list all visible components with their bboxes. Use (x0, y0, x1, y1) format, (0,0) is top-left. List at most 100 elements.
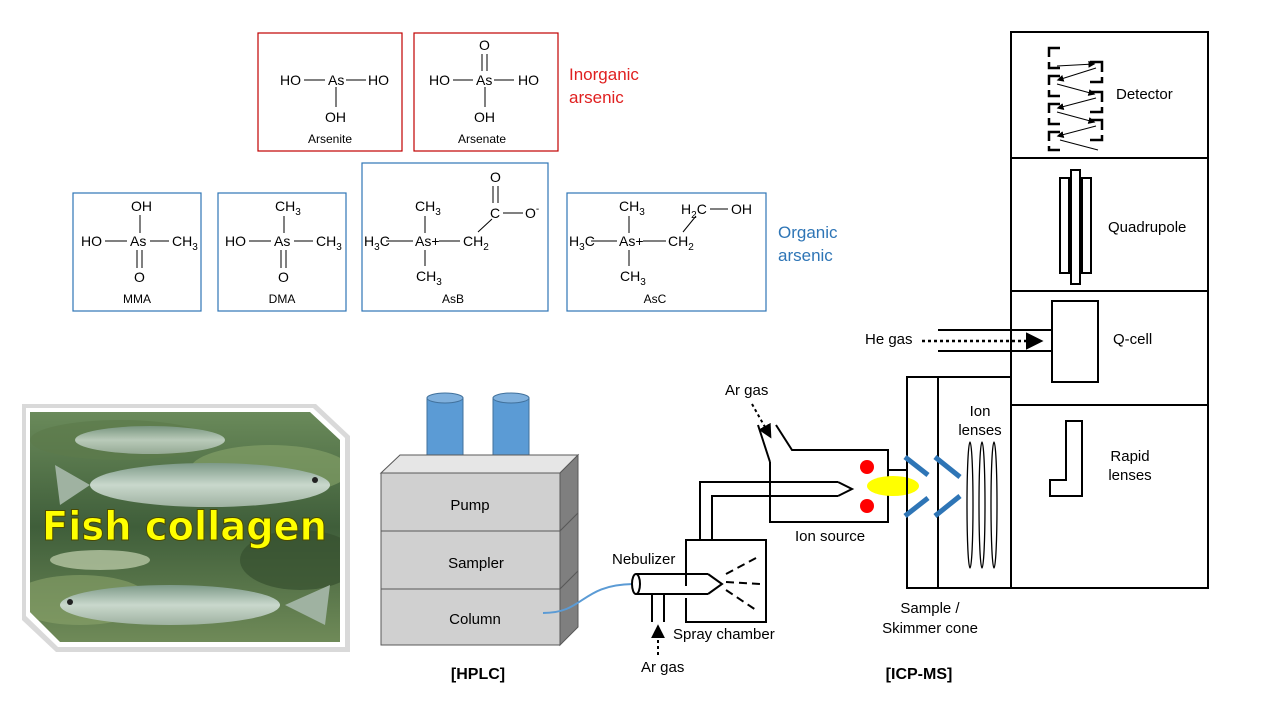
atom-label: As+ (415, 233, 440, 249)
spray-chamber (685, 539, 767, 623)
arsenate-structure: O HO As HO OH Arsenate (413, 32, 559, 152)
rapid-lenses (1049, 420, 1083, 497)
q-cell (1051, 300, 1099, 383)
spray-chamber-label: Spray chamber (673, 626, 775, 643)
atom-label: O (490, 169, 501, 185)
organic-arsenic-label-line1: Organic (778, 223, 838, 242)
atom-label: H3C (569, 233, 595, 253)
inorganic-arsenic-label-line2: arsenic (569, 88, 624, 107)
he-gas-label: He gas (865, 331, 913, 348)
fish-shape (90, 463, 330, 507)
nebulizer-label: Nebulizer (612, 551, 675, 568)
ion-source-label: Ion source (795, 528, 865, 545)
atom-label: OH (474, 109, 495, 125)
atom-label: HO (429, 72, 450, 88)
ion-lenses-label-line2: lenses (958, 422, 1001, 439)
sample-introduction: Ar gas Nebulizer Spray chamber Ar gas Io… (612, 382, 919, 676)
atom-label: OH (325, 109, 346, 125)
hplc-title: [HPLC] (451, 666, 505, 683)
column-label: Column (449, 611, 501, 628)
atom-label: CH3 (416, 268, 442, 288)
arsenite-structure: HO As HO OH Arsenite (257, 32, 403, 152)
molecule-caption: MMA (123, 292, 151, 306)
molecule-caption: Arsenate (458, 132, 506, 146)
detector (1047, 46, 1104, 152)
ion-droplet (860, 499, 874, 513)
fish-collagen-label: Fish collagen (42, 504, 327, 550)
spray-dash (725, 581, 761, 585)
nebulizer (631, 573, 724, 622)
atom-label: O (134, 269, 145, 285)
icpms-instrument: Sample / Skimmer cone Ion lenses Rapid l… (865, 31, 1209, 683)
rapid-lenses-label-line2: lenses (1108, 467, 1151, 484)
rapid-lenses-label-line1: Rapid (1110, 448, 1149, 465)
atom-label: CH3 (316, 233, 342, 253)
fish-shape (60, 585, 280, 625)
fish-shape (75, 426, 225, 454)
molecule-caption: AsB (442, 292, 464, 306)
cone-label-line1: Sample / (900, 600, 960, 617)
atom-label: As (274, 233, 290, 249)
qcell-label: Q-cell (1113, 331, 1152, 348)
spray-dash (725, 557, 757, 575)
molecule-caption: AsC (644, 292, 667, 306)
atom-label: HO (81, 233, 102, 249)
atom-label: As (328, 72, 344, 88)
atom-label: HO (368, 72, 389, 88)
asc-structure: CH3 H3C As+ CH2 H2C OH CH3 AsC (566, 192, 767, 312)
transfer-tube (711, 495, 838, 540)
fish-tail (55, 465, 90, 505)
fish-photo: Fish collagen (22, 404, 350, 652)
sample-skimmer-cone (903, 455, 962, 518)
ion-source (757, 424, 919, 523)
quadrupole-label: Quadrupole (1108, 219, 1186, 236)
pump-module: Pump (380, 453, 579, 533)
ion-lenses-label-line1: Ion (970, 403, 991, 420)
atom-label: OH (131, 198, 152, 214)
dma-structure: CH3 HO As CH3 O DMA (217, 192, 347, 312)
sampler-module: Sampler (380, 511, 579, 591)
atom-label: HO (225, 233, 246, 249)
atom-label: As+ (619, 233, 644, 249)
ion-lenses (966, 441, 998, 569)
fish-shape (50, 550, 150, 570)
fish-tail (285, 585, 330, 625)
inorganic-arsenic-label-line1: Inorganic (569, 65, 639, 84)
cone-label-line2: Skimmer cone (882, 620, 978, 637)
pump-label: Pump (450, 497, 489, 514)
ar-gas-label: Ar gas (641, 659, 684, 676)
atom-label: As (130, 233, 146, 249)
sampler-label: Sampler (448, 555, 504, 572)
atom-label: OH (731, 201, 752, 217)
atom-label: O (278, 269, 289, 285)
detector-label: Detector (1116, 86, 1173, 103)
organic-arsenic-label-line2: arsenic (778, 246, 833, 265)
atom-label: CH3 (172, 233, 198, 253)
molecule-caption: DMA (269, 292, 296, 306)
fish-eye (312, 477, 318, 483)
atom-label: As (476, 72, 492, 88)
ar-gas-label: Ar gas (725, 382, 768, 399)
plasma (867, 476, 919, 496)
atom-label: C (490, 205, 500, 221)
interface-housing (906, 376, 1011, 589)
bond (682, 215, 697, 233)
icpms-title: [ICP-MS] (886, 666, 953, 683)
spray-dash (725, 589, 757, 611)
molecule-caption: Arsenite (308, 132, 352, 146)
atom-label: O- (525, 204, 539, 221)
transfer-tube (699, 481, 838, 540)
atom-label: H2C (681, 201, 707, 221)
sample-tubing (542, 583, 634, 614)
atom-label: HO (518, 72, 539, 88)
atom-label: CH2 (463, 233, 489, 253)
mma-structure: OH HO As CH3 O MMA (72, 192, 202, 312)
atom-label: CH3 (619, 198, 645, 218)
quadrupole (1059, 169, 1092, 285)
atom-label: CH3 (620, 268, 646, 288)
asb-structure: CH3 H3C As+ CH2 C O O- CH3 AsB (361, 162, 549, 312)
atom-label: CH3 (275, 198, 301, 218)
ion-droplet (860, 460, 874, 474)
atom-label: H3C (364, 233, 390, 253)
